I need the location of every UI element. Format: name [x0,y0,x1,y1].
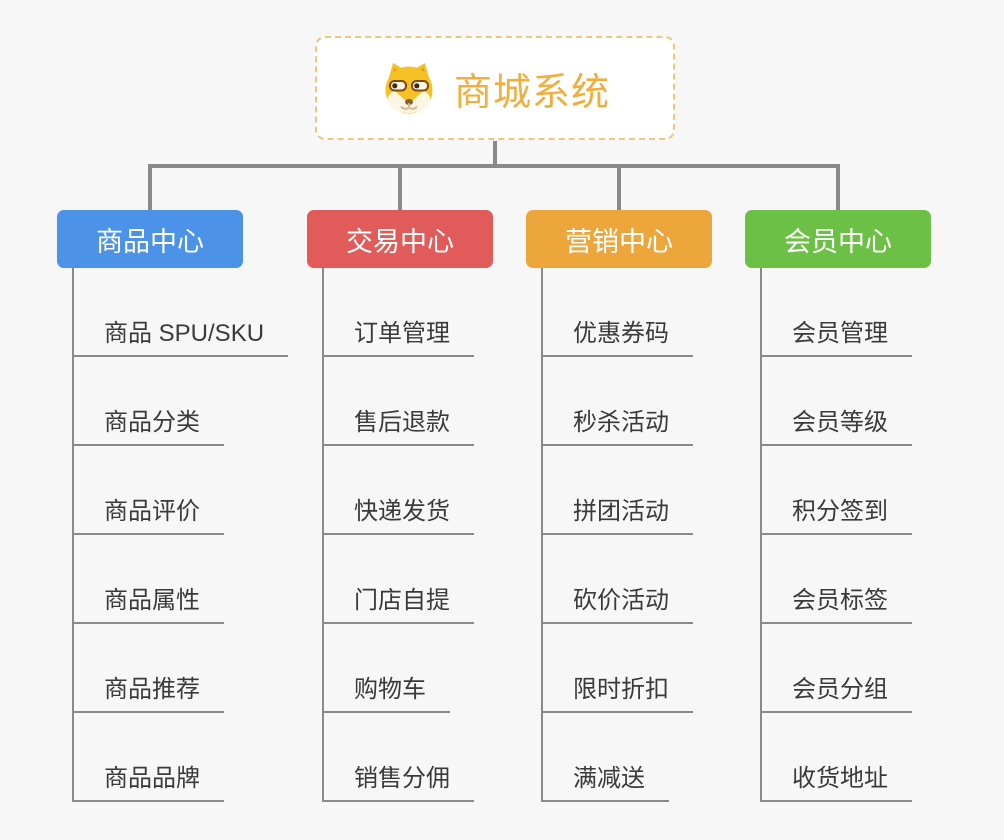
leaf-topic[interactable]: 商品分类 [74,357,224,446]
leaf-topic[interactable]: 砍价活动 [543,535,693,624]
leaf-topic[interactable]: 秒杀活动 [543,357,693,446]
leaf-topic[interactable]: 拼团活动 [543,446,693,535]
branch-label: 会员中心 [784,226,892,257]
leaf-topic[interactable]: 优惠券码 [543,268,693,357]
branch-node-2[interactable]: 交易中心 [307,210,493,268]
leaf-topic[interactable]: 商品属性 [74,535,224,624]
root-title: 商城系统 [453,71,610,114]
leaf-topic[interactable]: 会员分组 [762,624,912,713]
leaf-topic[interactable]: 商品推荐 [74,624,224,713]
root-node[interactable]: 商城系统 [315,36,675,140]
leaf-topic[interactable]: 销售分佣 [324,713,474,802]
connector-drop [148,164,152,210]
leaf-topic[interactable]: 收货地址 [762,713,912,802]
leaf-topic[interactable]: 会员等级 [762,357,912,446]
leaf-topic[interactable]: 售后退款 [324,357,474,446]
leaf-topic[interactable]: 会员标签 [762,535,912,624]
leaf-list-4: 会员管理会员等级积分签到会员标签会员分组收货地址 [760,268,912,802]
leaf-topic[interactable]: 购物车 [324,624,450,713]
leaf-topic[interactable]: 订单管理 [324,268,474,357]
leaf-list-3: 优惠券码秒杀活动拼团活动砍价活动限时折扣满减送 [541,268,693,802]
shiba-dog-icon [385,63,433,114]
connector-drop [836,164,840,210]
leaf-topic[interactable]: 限时折扣 [543,624,693,713]
connector-root-stub [493,141,497,165]
leaf-topic[interactable]: 商品 SPU/SKU [74,268,289,357]
branch-node-4[interactable]: 会员中心 [745,210,931,268]
connector-drop [398,164,402,210]
leaf-topic[interactable]: 商品品牌 [74,713,224,802]
branch-label: 营销中心 [565,226,673,257]
leaf-topic[interactable]: 会员管理 [762,268,912,357]
branch-label: 交易中心 [346,226,454,257]
connector-drop [617,164,621,210]
branch-label: 商品中心 [96,226,204,257]
branch-node-1[interactable]: 商品中心 [57,210,243,268]
leaf-topic[interactable]: 门店自提 [324,535,474,624]
leaf-list-2: 订单管理售后退款快递发货门店自提购物车销售分佣 [322,268,474,802]
connector-horizontal [148,164,840,168]
leaf-topic[interactable]: 商品评价 [74,446,224,535]
branch-node-3[interactable]: 营销中心 [526,210,712,268]
leaf-topic[interactable]: 快递发货 [324,446,474,535]
leaf-topic[interactable]: 积分签到 [762,446,912,535]
leaf-topic[interactable]: 满减送 [543,713,669,802]
